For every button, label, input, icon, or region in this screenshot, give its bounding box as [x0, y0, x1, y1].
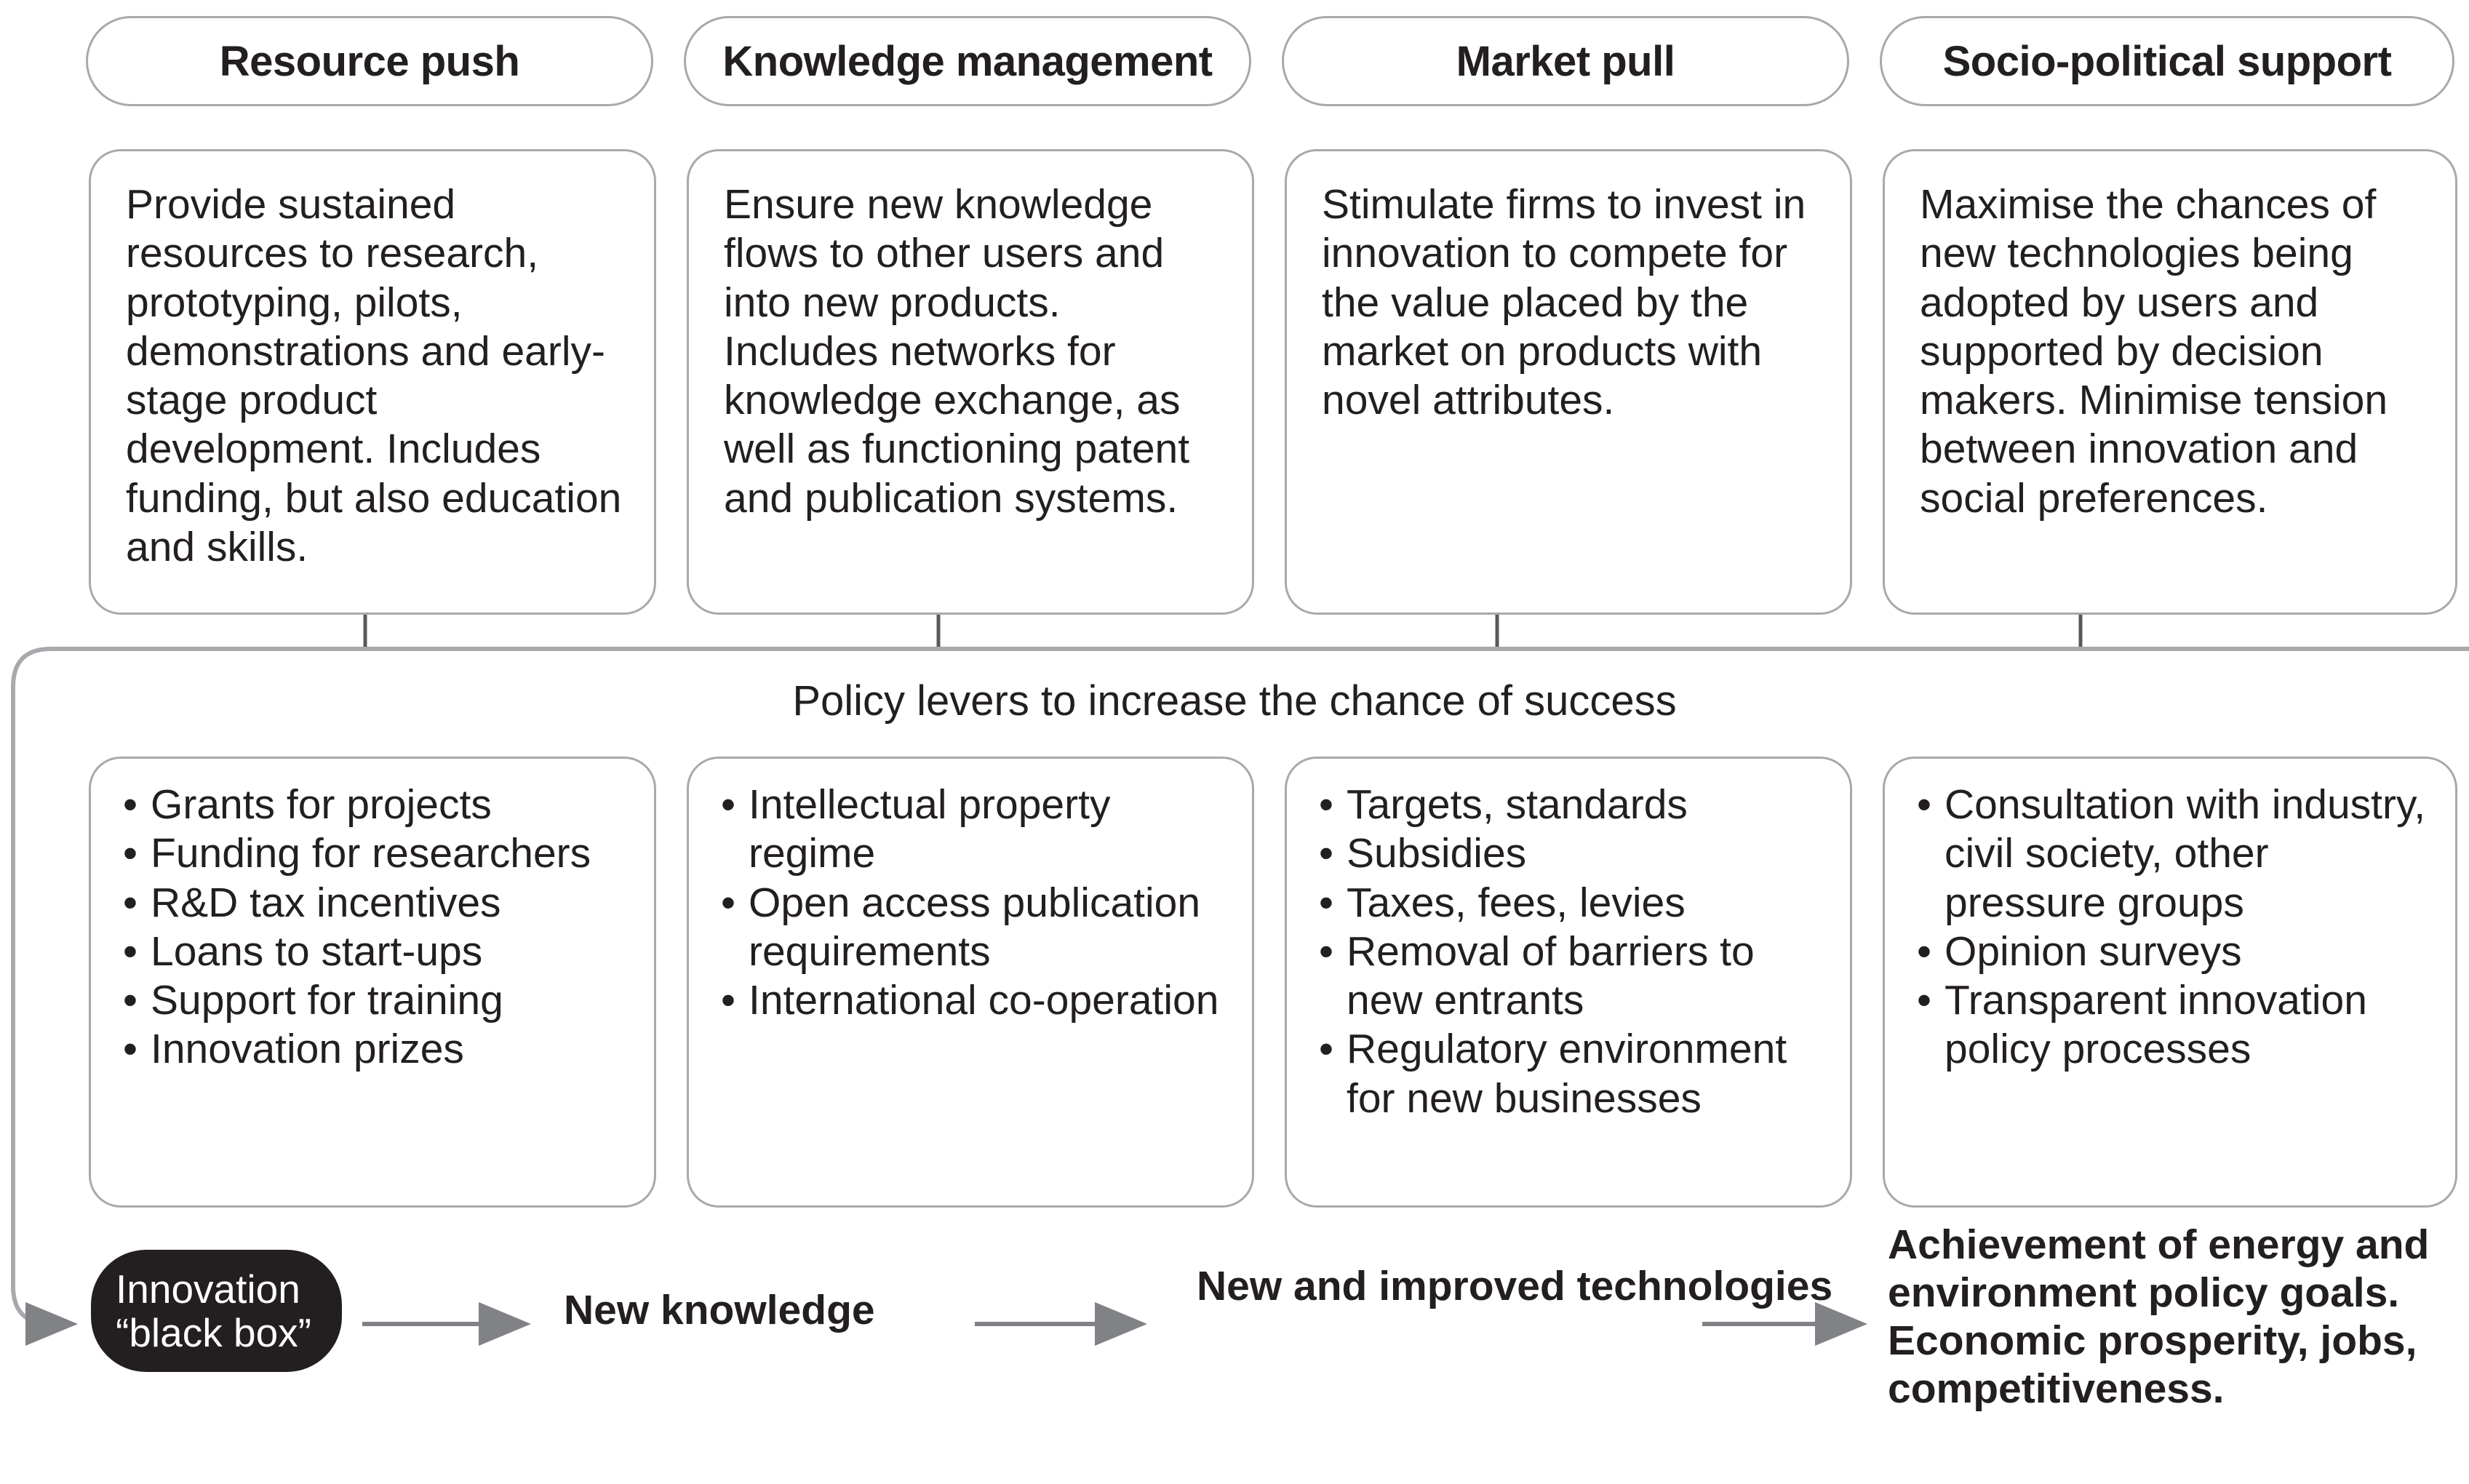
lever-card-socio-political-support: Consultation with industry, civil societ…	[1883, 757, 2457, 1208]
lever-card-market-pull: Targets, standards Subsidies Taxes, fees…	[1285, 757, 1852, 1208]
black-box-line-2: “black box”	[116, 1310, 311, 1355]
flow-step-new-technologies: New and improved technologies	[1197, 1263, 1833, 1309]
outcome-flow-row: Innovation “black box” New knowledge New…	[0, 1221, 2469, 1484]
list-item: Support for training	[120, 976, 635, 1026]
lever-list: Grants for projects Funding for research…	[120, 781, 635, 1074]
description-text: Maximise the chances of new technologies…	[1920, 181, 2388, 522]
policy-lever-card-row: Grants for projects Funding for research…	[0, 757, 2469, 1208]
list-item: Open access publication requirements	[718, 879, 1233, 977]
category-pill-resource-push[interactable]: Resource push	[86, 16, 653, 106]
description-card-market-pull: Stimulate firms to invest in innovation …	[1285, 149, 1852, 615]
category-pill-knowledge-management[interactable]: Knowledge management	[684, 16, 1251, 106]
list-item: Loans to start-ups	[120, 928, 635, 977]
category-pill-label: Resource push	[219, 37, 520, 85]
category-pill-market-pull[interactable]: Market pull	[1282, 16, 1849, 106]
description-card-row: Provide sustained resources to research,…	[0, 149, 2469, 615]
category-pill-socio-political-support[interactable]: Socio-political support	[1880, 16, 2454, 106]
lever-list: Targets, standards Subsidies Taxes, fees…	[1316, 781, 1831, 1123]
innovation-black-box: Innovation “black box”	[91, 1250, 342, 1372]
list-item: R&D tax incentives	[120, 879, 635, 928]
flow-step-new-knowledge: New knowledge	[564, 1287, 875, 1333]
description-card-resource-push: Provide sustained resources to research,…	[89, 149, 656, 615]
description-text: Provide sustained resources to research,…	[126, 181, 622, 570]
category-pill-label: Market pull	[1456, 37, 1675, 85]
list-item: Subsidies	[1316, 829, 1831, 879]
lever-card-knowledge-management: Intellectual property regime Open access…	[687, 757, 1254, 1208]
list-item: Removal of barriers to new entrants	[1316, 928, 1831, 1026]
description-card-socio-political-support: Maximise the chances of new technologies…	[1883, 149, 2457, 615]
list-item: Taxes, fees, levies	[1316, 879, 1831, 928]
list-item: Funding for researchers	[120, 829, 635, 879]
list-item: Consultation with industry, civil societ…	[1914, 781, 2436, 928]
category-pill-label: Knowledge management	[722, 37, 1213, 85]
list-item: Grants for projects	[120, 781, 635, 830]
list-item: Opinion surveys	[1914, 928, 2436, 977]
list-item: Targets, standards	[1316, 781, 1831, 830]
category-pill-label: Socio-political support	[1942, 37, 2392, 85]
list-item: Innovation prizes	[120, 1025, 635, 1074]
category-header-row: Resource push Knowledge management Marke…	[0, 16, 2469, 109]
black-box-line-1: Innovation	[116, 1266, 300, 1312]
lever-list: Intellectual property regime Open access…	[718, 781, 1233, 1026]
description-card-knowledge-management: Ensure new knowledge flows to other user…	[687, 149, 1254, 615]
list-item: Transparent innovation policy processes	[1914, 976, 2436, 1074]
flow-step-outcome: Achievement of energy and environment po…	[1888, 1221, 2430, 1413]
policy-levers-band-title: Policy levers to increase the chance of …	[792, 677, 1677, 725]
lever-card-resource-push: Grants for projects Funding for research…	[89, 757, 656, 1208]
lever-list: Consultation with industry, civil societ…	[1914, 781, 2436, 1074]
list-item: International co-operation	[718, 976, 1233, 1026]
description-text: Ensure new knowledge flows to other user…	[724, 181, 1190, 522]
list-item: Regulatory environment for new businesse…	[1316, 1025, 1831, 1123]
list-item: Intellectual property regime	[718, 781, 1233, 879]
description-text: Stimulate firms to invest in innovation …	[1322, 181, 1806, 423]
